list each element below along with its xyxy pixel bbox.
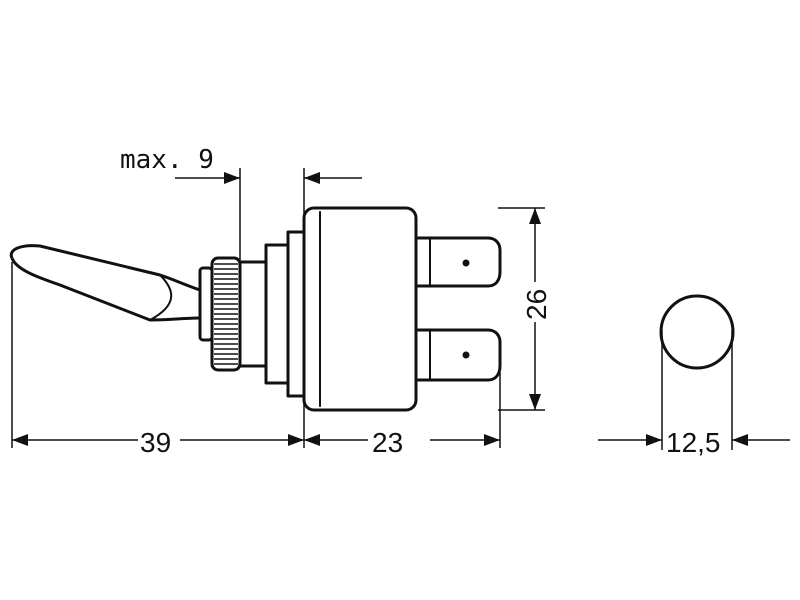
terminal-bottom <box>416 328 502 382</box>
knurled-nut <box>198 256 242 372</box>
dim-body-length: 23 <box>304 427 500 458</box>
switch-body <box>302 206 418 412</box>
dim-lever-diameter: 12,5 <box>598 427 790 458</box>
extension-lines <box>11 168 733 450</box>
dim-label-26: 26 <box>521 289 552 320</box>
dim-label-23: 23 <box>372 427 403 458</box>
dim-body-height: 26 <box>521 208 552 410</box>
toggle-lever <box>9 244 201 322</box>
terminal-top <box>416 236 502 288</box>
dim-overall-length: 39 <box>12 427 304 458</box>
lever-end-view <box>659 294 735 370</box>
dim-bushing-thread: max. 9 <box>120 145 362 184</box>
dim-label-max9: max. 9 <box>120 145 214 175</box>
bushing <box>238 230 306 398</box>
dim-label-12-5: 12,5 <box>666 427 721 458</box>
dim-label-39: 39 <box>140 427 171 458</box>
